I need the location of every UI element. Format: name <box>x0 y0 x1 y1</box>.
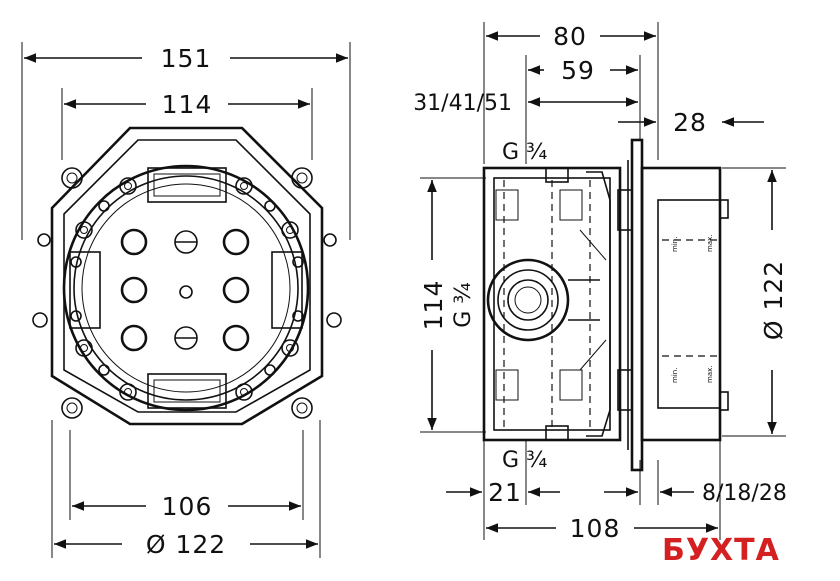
watermark-logo: БУХТА <box>662 533 780 568</box>
dim-label-114-side: 114 <box>419 280 448 331</box>
mounting-plate <box>617 138 644 472</box>
dim-label-8-18-28: 8/18/28 <box>702 481 787 506</box>
dim-151: 151 <box>24 44 348 73</box>
ring-screws <box>70 177 304 401</box>
main-ring <box>62 164 310 412</box>
front-view: 151 114 106 Ø 122 <box>21 42 351 559</box>
dim-label-108: 108 <box>570 514 621 543</box>
dim-106: 106 <box>72 492 301 521</box>
clip-bottom <box>147 373 227 409</box>
side-view: 80 59 31/41/51 28 G ¾ 114 G ¾ <box>413 22 788 543</box>
thread-label-bottom: G ¾ <box>502 448 547 473</box>
dim-label-21: 21 <box>488 478 522 507</box>
dim-80: 80 <box>486 22 656 51</box>
dim-label-114-front: 114 <box>162 90 213 119</box>
label-min-top: min. <box>671 237 679 252</box>
hole-grid <box>120 228 250 352</box>
mounting-lugs <box>32 167 342 419</box>
dim-114-front: 114 <box>64 90 310 119</box>
clip-right <box>271 251 303 329</box>
dim-59: 59 <box>528 56 638 85</box>
dim-diameter-122-side: Ø 122 <box>759 170 788 434</box>
dim-label-28: 28 <box>673 108 707 137</box>
dim-label-80: 80 <box>553 22 587 51</box>
label-max-bottom: max. <box>706 366 714 383</box>
dim-28: 28 <box>618 108 764 137</box>
thread-label-top: G ¾ <box>502 140 547 165</box>
dim-21: 21 <box>446 478 560 507</box>
dim-label-59: 59 <box>561 56 595 85</box>
dim-108: 108 <box>486 514 718 543</box>
dim-8-18-28: 8/18/28 <box>604 481 787 506</box>
dim-diameter-122-front: Ø 122 <box>54 530 318 559</box>
thread-label-middle: G ¾ <box>451 282 476 327</box>
dim-label-diameter-front: Ø 122 <box>146 530 226 559</box>
dim-114-side: 114 G ¾ <box>419 180 476 430</box>
dim-label-106: 106 <box>162 492 213 521</box>
label-min-bottom: min. <box>671 368 679 383</box>
octagon-outline <box>50 126 324 426</box>
clip-left <box>69 251 101 329</box>
valve-body <box>482 166 622 442</box>
dim-label-151: 151 <box>161 44 212 73</box>
dim-label-31-41-51: 31/41/51 <box>413 91 512 116</box>
cartridge-housing: min. max. min. max. <box>640 166 729 442</box>
dim-31-41-51: 31/41/51 <box>413 91 638 116</box>
label-max-top: max. <box>706 235 714 252</box>
clip-top <box>147 167 227 203</box>
dim-label-diameter-side: Ø 122 <box>759 260 788 340</box>
